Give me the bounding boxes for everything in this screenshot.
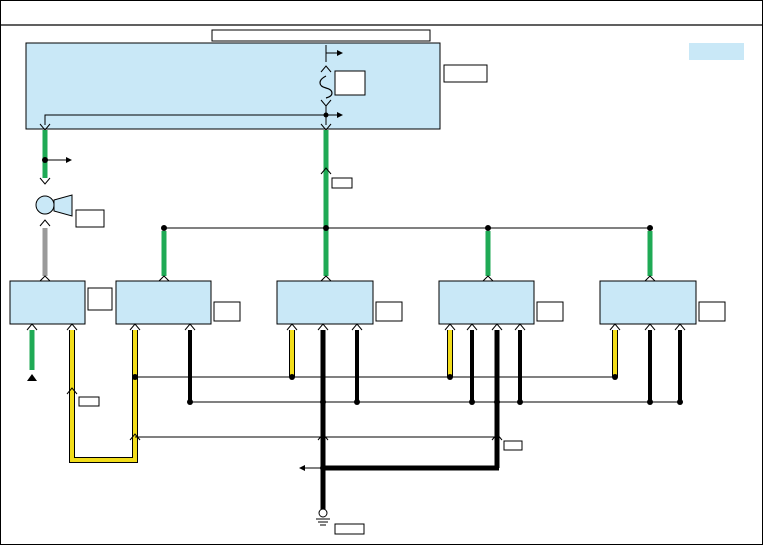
connector-chevron-icon: [39, 219, 51, 227]
connector-chevron-icon: [286, 323, 298, 331]
yellow-wire-outline: [69, 330, 138, 463]
main-unit: [25, 42, 441, 130]
splice-dot: [323, 225, 329, 231]
module-4-label-box: [536, 301, 564, 322]
module-3-label-box: [375, 301, 403, 322]
splice-dot: [647, 399, 653, 405]
connector-chevron-icon: [66, 387, 78, 395]
legend-swatch: [689, 43, 744, 60]
connector-chevron-icon: [317, 323, 329, 331]
module-4: [438, 280, 535, 325]
connector-chevron-icon: [514, 323, 526, 331]
module-5-label-box: [698, 301, 726, 322]
connector-chevron-icon: [491, 323, 503, 331]
connector-chevron-icon: [644, 275, 656, 282]
connector-chevron-icon: [39, 177, 51, 185]
ground-arrow-icon: [27, 374, 37, 381]
module-3: [276, 280, 374, 325]
connector-chevron-icon: [466, 323, 478, 331]
splice-dot: [612, 374, 618, 380]
ground-terminal-icon: [318, 508, 328, 518]
fuse-icon: [319, 75, 333, 99]
connector-chevron-icon: [320, 167, 332, 175]
module-1-label-box: [87, 287, 113, 311]
connector-chevron-icon: [444, 323, 456, 331]
splice-dot: [677, 399, 683, 405]
splice-dot: [469, 399, 475, 405]
module-2: [115, 280, 212, 325]
subtitle-box: [211, 29, 431, 42]
connector-chevron-icon: [351, 323, 363, 331]
fuse-label-box: [334, 70, 366, 96]
splice-label-box: [503, 440, 523, 451]
splice-dot: [354, 399, 360, 405]
module-2-label-box: [213, 301, 241, 322]
module-5: [599, 280, 697, 325]
connector-chevron-icon: [129, 433, 141, 441]
connector-chevron-icon: [482, 275, 494, 282]
splice-dot: [42, 157, 48, 163]
splice-dot: [485, 225, 491, 231]
splice-dot: [132, 374, 138, 380]
connector-chevron-icon: [26, 323, 38, 331]
arrow-left-icon: [299, 465, 305, 471]
mid-connector-label-box: [331, 177, 353, 189]
connector-chevron-icon: [158, 275, 170, 282]
connector-chevron-icon: [66, 323, 78, 331]
splice-dot: [447, 374, 453, 380]
yellow-wire: [70, 330, 137, 462]
connector-chevron-icon: [129, 323, 141, 331]
connector-chevron-icon: [320, 275, 332, 282]
connector-chevron-icon: [644, 323, 656, 331]
connector-chevron-icon: [674, 323, 686, 331]
splice-dot: [289, 374, 295, 380]
splice-dot: [187, 399, 193, 405]
junction-label-box: [78, 396, 100, 407]
splice-dot: [647, 225, 653, 231]
connector-chevron-icon: [609, 323, 621, 331]
arrow-right-icon: [337, 50, 343, 56]
aux-label-box: [75, 209, 105, 228]
main-unit-label-box: [443, 64, 488, 83]
splice-dot: [323, 112, 329, 118]
connector-chevron-icon: [320, 65, 332, 73]
arrow-right-icon: [337, 112, 343, 118]
connector-chevron-icon: [184, 323, 196, 331]
connector-chevron-icon: [39, 275, 51, 282]
splice-dot: [517, 399, 523, 405]
speaker-horn-icon: [53, 194, 73, 217]
aux-component-icon: [35, 195, 55, 215]
arrow-right-icon: [66, 157, 72, 163]
module-1: [9, 280, 86, 325]
splice-dot: [161, 225, 167, 231]
splice-dot: [320, 465, 326, 471]
internal-bus: [44, 114, 338, 125]
ground-label-box: [334, 523, 365, 535]
